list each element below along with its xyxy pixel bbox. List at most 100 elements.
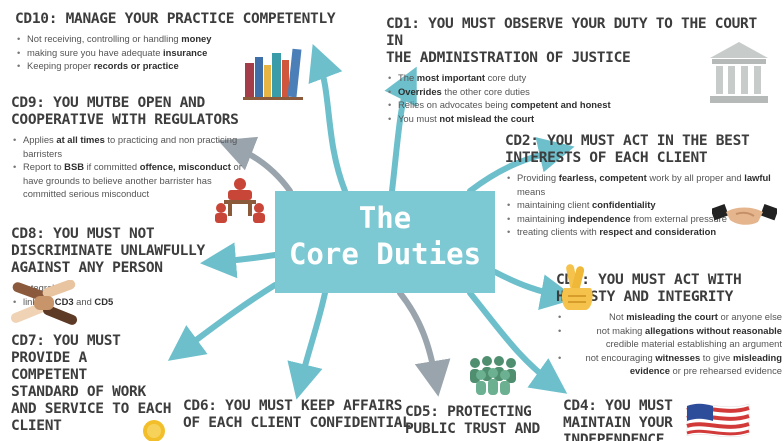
cd8-bullet-text: CD3 <box>54 295 74 307</box>
cd10-bullet-text: insurance <box>163 46 208 58</box>
cd9-bullet-text: if committed <box>83 161 140 173</box>
cd10-bullet: making sure you have adequate insurance <box>15 46 345 60</box>
cd4-heading-line: INDEPENDENCE <box>563 432 665 441</box>
cd2-bullet-text: confidentiality <box>592 199 656 211</box>
cd10-bullet: Keeping proper records or practice <box>15 59 345 73</box>
cd9-bullet-text: at all times <box>56 134 105 145</box>
cd10-heading-line: CD10: MANAGE YOUR PRACTICE COMPETENTLY <box>15 11 336 27</box>
cd3-bullet-text: credible material establishing an argume… <box>605 338 782 350</box>
crowd-icon <box>470 356 516 395</box>
duty-cd1: CD1: YOU MUST OBSERVE YOUR DUTY TO THE C… <box>386 16 781 125</box>
arrow-to-cd3 <box>492 269 577 310</box>
cd1-bullet-text: The <box>398 72 417 83</box>
cd1-bullet: The most important core duty <box>386 71 781 85</box>
cd2-heading-line: CD2: YOU MUST ACT IN THE BEST <box>505 133 750 149</box>
cd2-bullet-list: Providing fearless, competent work by al… <box>505 171 775 239</box>
cd9-bullet-text: BSB <box>64 161 84 173</box>
cd2-bullet: maintaining client confidentiality <box>505 198 775 212</box>
cd4-heading-line: CD4: YOU MUST <box>563 398 673 414</box>
cd10-bullet: Not receiving, controlling or handling m… <box>15 32 345 46</box>
arrow-to-cd10 <box>308 43 348 194</box>
cd9-bullet-text: offence, misconduct <box>139 161 231 173</box>
cd2-bullet-text: maintaining <box>517 212 568 224</box>
arrow-to-cd2 <box>467 137 575 194</box>
cd2-bullet-text: maintaining client <box>517 199 593 211</box>
cd3-bullet-text: witnesses <box>655 351 701 363</box>
cd1-bullet-text: the other core duties <box>441 85 530 97</box>
cd2-bullet: maintaining independence from external p… <box>505 212 775 226</box>
cd1-bullet-text: You must <box>398 112 440 124</box>
cd1-bullet-text: Overrides <box>398 85 442 97</box>
cd2-bullet-text: fearless, competent <box>558 172 647 183</box>
cd7-heading-line: PROVIDE A <box>11 350 87 366</box>
cd3-bullet-text: Not <box>609 311 627 322</box>
cd3-bullet-text: misleading evidence <box>629 351 782 377</box>
cd1-heading: CD1: YOU MUST OBSERVE YOUR DUTY TO THE C… <box>386 16 781 67</box>
cd1-bullet-list: The most important core dutyOverrides th… <box>386 71 781 125</box>
cd2-bullet: treating clients with respect and consid… <box>505 225 775 239</box>
crossed-fingers-icon <box>561 264 593 310</box>
cd8-bullet-text: CD5 <box>94 295 114 307</box>
cd10-bullet-text: money <box>181 33 212 44</box>
cd8-heading-line: CD8: YOU MUST NOT <box>11 226 155 242</box>
cd1-bullet: You must not mislead the court <box>386 112 781 126</box>
cd1-heading-line: THE ADMINISTRATION OF JUSTICE <box>386 50 631 66</box>
cd5-heading-line: PUBLIC TRUST AND <box>405 421 540 437</box>
cd3-bullet: not making allegations without reasonabl… <box>556 324 782 351</box>
cd7-heading-line: STANDARD OF WORK <box>11 384 146 400</box>
books-icon <box>243 48 303 100</box>
center-title: The Core Duties <box>288 201 482 271</box>
cd6-heading-line: CD6: YOU MUST KEEP AFFAIRS <box>183 398 403 414</box>
cd1-heading-line: CD1: YOU MUST OBSERVE YOUR DUTY TO THE C… <box>386 16 757 49</box>
cd3-bullet-text: not making <box>596 324 645 336</box>
cd3-heading-line: HONESTY AND INTEGRITY <box>556 289 734 305</box>
cd2-heading-line: INTERESTS OF EACH CLIENT <box>505 150 708 166</box>
cd7-heading-line: CLIENT <box>11 418 62 434</box>
cd9-heading-line: CD9: YOU MUTBE OPEN AND <box>11 95 205 111</box>
duty-cd10: CD10: MANAGE YOUR PRACTICE COMPETENTLY No… <box>15 11 345 73</box>
cd2-bullet-text: means <box>517 185 546 197</box>
cd2-bullet: Providing fearless, competent work by al… <box>505 171 775 198</box>
courthouse-icon <box>710 42 768 103</box>
cd7-heading-line: CD7: YOU MUST <box>11 333 121 349</box>
arrow-to-cd5 <box>397 290 451 397</box>
cd9-bullet-text: to practicing and non practicing barrist… <box>23 134 238 159</box>
arrow-to-cd8 <box>200 242 278 279</box>
cd3-bullet: Not misleading the court or anyone else <box>556 310 782 324</box>
diverse-hands-icon <box>10 280 78 325</box>
arrow-to-cd6 <box>287 290 328 400</box>
cd3-bullet-text: not encouraging <box>585 351 656 363</box>
cd2-bullet-text: Providing <box>517 172 559 183</box>
cd3-bullet-text: or anyone else <box>717 311 782 322</box>
cd2-bullet-text: from external pressure <box>630 212 728 224</box>
cd1-bullet-text: most important <box>416 72 485 83</box>
cd8-heading-line: AGAINST ANY PERSON <box>11 260 163 276</box>
cd6-heading-line: OF EACH CLIENT CONFIDENTIAL <box>183 415 411 431</box>
cd9-bullet: Report to BSB if committed offence, misc… <box>11 160 256 201</box>
us-flag-icon <box>686 403 750 438</box>
cd7-heading-line: AND SERVICE TO EACH <box>11 401 172 417</box>
cd3-bullet-list: Not misleading the court or anyone elsen… <box>556 310 782 378</box>
cd1-bullet-text: competent and honest <box>510 99 611 111</box>
cd3-bullet-text: to give <box>700 351 734 363</box>
cd7-heading-line: COMPETENT <box>11 367 87 383</box>
cd2-bullet-text: treating clients with <box>517 226 600 238</box>
cd3-bullet-text: or pre rehearsed evidence <box>669 365 782 377</box>
cd3-bullet: not encouraging witnesses to give mislea… <box>556 351 782 378</box>
cd2-bullet-text: lawful <box>744 172 771 183</box>
cd8-bullet-text: Integral <box>23 282 55 293</box>
cd2-bullet-text: independence <box>567 212 631 224</box>
cd8-bullet-text: and <box>73 295 95 307</box>
